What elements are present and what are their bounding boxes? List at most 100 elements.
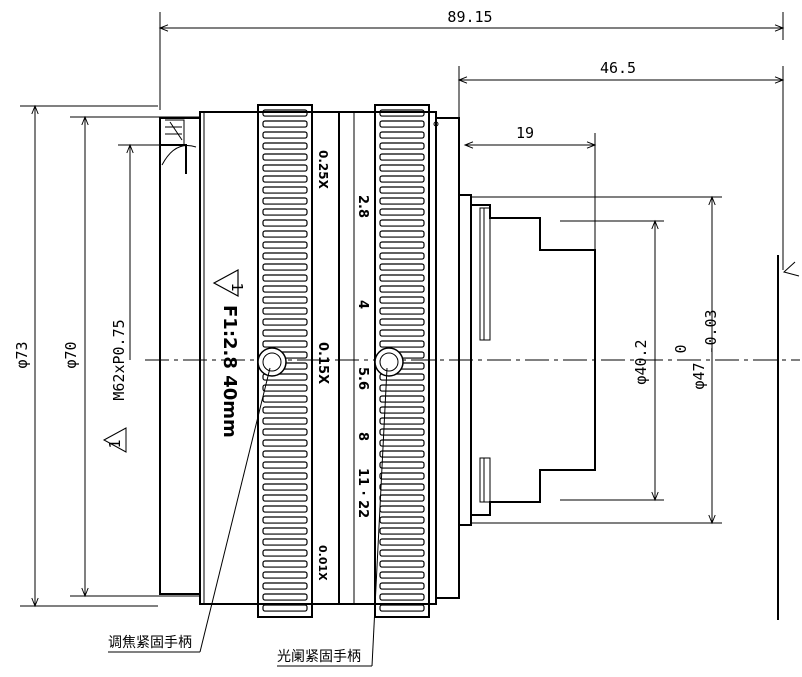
knurl-ridge bbox=[379, 384, 425, 392]
knurl-ridge bbox=[262, 384, 308, 392]
focus-lock-handle-label: 调焦紧固手柄 bbox=[108, 635, 192, 651]
knurl-ridge bbox=[379, 109, 425, 117]
knurl-ridge bbox=[262, 604, 308, 612]
knurl-ridge bbox=[379, 395, 425, 403]
knurl-ridge bbox=[262, 274, 308, 282]
knurl-ridge bbox=[379, 153, 425, 161]
aperture-mark-1: 4 bbox=[355, 300, 370, 309]
dim-body-diameter: φ70 bbox=[62, 115, 200, 598]
knurl-ridge bbox=[379, 131, 425, 139]
knurl-ridge bbox=[262, 439, 308, 447]
knurl-ridge bbox=[379, 483, 425, 491]
knurl-ridge bbox=[262, 153, 308, 161]
focus-scale-mark-0: 0.25X bbox=[316, 150, 330, 190]
focus-scale-mark-2: 0.01X bbox=[316, 545, 329, 581]
knurl-ridge bbox=[379, 340, 425, 348]
lens-spec-label: F1:2.8 40mm bbox=[219, 305, 240, 438]
dim-mount-tolerance-upper: 0 bbox=[672, 344, 690, 353]
iris-lock-handle-label: 光阑紧固手柄 bbox=[277, 649, 361, 665]
knurl-ridge bbox=[379, 472, 425, 480]
knurl-ridge bbox=[262, 208, 308, 216]
knurl-ridge bbox=[262, 164, 308, 172]
aperture-mark-0: 2.8 bbox=[355, 195, 370, 218]
knurl-ridge bbox=[379, 164, 425, 172]
knurl-ridge bbox=[262, 461, 308, 469]
lens-spec-engraving: 1 F1:2.8 40mm bbox=[212, 268, 246, 438]
knurl-ridge bbox=[262, 593, 308, 601]
knurl-ridge bbox=[379, 593, 425, 601]
knurl-ridge bbox=[262, 296, 308, 304]
knurl-ridge bbox=[379, 274, 425, 282]
warning-triangle-icon: 1 bbox=[102, 427, 127, 453]
knurl-ridge bbox=[262, 560, 308, 568]
dim-mount-tolerance-lower: -0.03 bbox=[702, 309, 720, 354]
knurl-ridge bbox=[262, 142, 308, 150]
knurl-ridge bbox=[262, 549, 308, 557]
knurl-ridge bbox=[379, 285, 425, 293]
knurl-ridge bbox=[379, 450, 425, 458]
knurl-ridge bbox=[262, 527, 308, 535]
front-filter-ring bbox=[159, 117, 201, 595]
warning-triangle-icon: 1 bbox=[212, 268, 246, 298]
knurl-ridge bbox=[262, 373, 308, 381]
knurl-ridge bbox=[262, 131, 308, 139]
knurl-ridge bbox=[379, 219, 425, 227]
knurl-ridge bbox=[379, 120, 425, 128]
knurl-ridge bbox=[379, 516, 425, 524]
svg-text:1: 1 bbox=[106, 439, 124, 448]
svg-text:1: 1 bbox=[228, 282, 246, 291]
knurl-ridge bbox=[262, 263, 308, 271]
knurl-ridge bbox=[379, 208, 425, 216]
dim-mount-depth-label: 19 bbox=[516, 124, 534, 142]
knurl-ridge bbox=[262, 505, 308, 513]
knurl-ridge bbox=[262, 241, 308, 249]
knurl-ridge bbox=[379, 373, 425, 381]
knurl-ridge bbox=[262, 582, 308, 590]
knurl-ridge bbox=[379, 263, 425, 271]
knurl-ridge bbox=[262, 516, 308, 524]
knurl-ridge bbox=[379, 307, 425, 315]
knurl-ridge bbox=[379, 549, 425, 557]
knurl-ridge bbox=[379, 318, 425, 326]
knurl-ridge bbox=[262, 230, 308, 238]
dim-body-diameter-label: φ70 bbox=[62, 341, 80, 368]
knurl-ridge bbox=[262, 472, 308, 480]
knurl-ridge bbox=[262, 571, 308, 579]
dim-mount-inner-diameter: φ40.2 bbox=[560, 219, 664, 502]
knurl-ridge bbox=[379, 505, 425, 513]
knurl-ridge bbox=[262, 340, 308, 348]
knurl-ridge bbox=[262, 186, 308, 194]
knurl-ridge bbox=[262, 318, 308, 326]
dim-mount-inner-diameter-label: φ40.2 bbox=[632, 339, 650, 384]
knurl-ridge bbox=[379, 296, 425, 304]
knurl-ridge bbox=[262, 285, 308, 293]
knurl-ridge bbox=[379, 241, 425, 249]
knurl-ridge bbox=[379, 582, 425, 590]
knurl-ridge bbox=[262, 494, 308, 502]
focus-lock-callout: 调焦紧固手柄 bbox=[108, 367, 271, 653]
iris-ring-knurl bbox=[379, 109, 425, 612]
knurl-ridge bbox=[262, 252, 308, 260]
knurl-ridge bbox=[379, 252, 425, 260]
knurl-ridge bbox=[262, 428, 308, 436]
knurl-ridge bbox=[379, 197, 425, 205]
knurl-ridge bbox=[262, 307, 308, 315]
focus-ring bbox=[257, 104, 340, 618]
knurl-ridge bbox=[379, 439, 425, 447]
knurl-ridge bbox=[262, 329, 308, 337]
knurl-ridge bbox=[262, 450, 308, 458]
dim-filter-thread: M62xP0.75 1 bbox=[102, 143, 165, 453]
knurl-ridge bbox=[379, 406, 425, 414]
focus-lock-screw bbox=[257, 347, 287, 377]
knurl-ridge bbox=[262, 197, 308, 205]
knurl-ridge bbox=[379, 571, 425, 579]
knurl-ridge bbox=[379, 230, 425, 238]
dim-flange-length: 46.5 bbox=[457, 59, 785, 270]
iris-lock-callout: 光阑紧固手柄 bbox=[277, 367, 388, 667]
knurl-ridge bbox=[262, 406, 308, 414]
knurl-ridge bbox=[379, 329, 425, 337]
knurl-ridge bbox=[379, 142, 425, 150]
dim-filter-thread-label: M62xP0.75 bbox=[110, 319, 128, 400]
aperture-mark-3: 8 bbox=[355, 432, 370, 441]
